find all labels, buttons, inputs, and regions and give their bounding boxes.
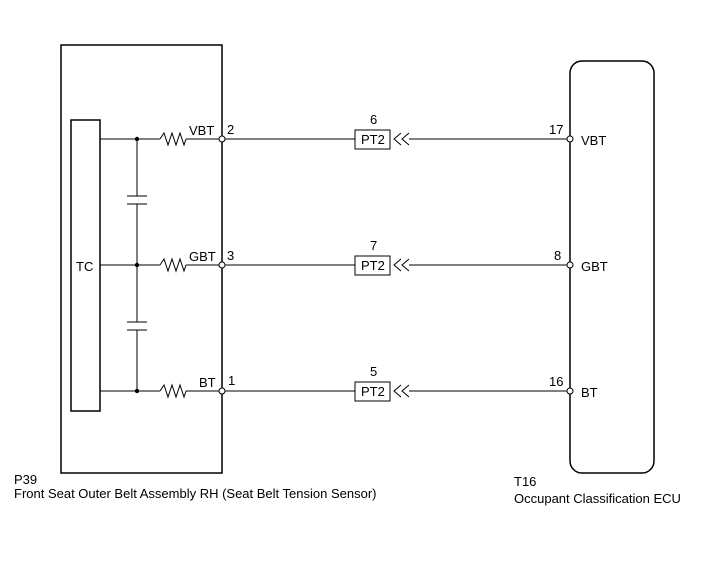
sensor-code: P39 [14, 472, 37, 487]
pin-label: 1 [228, 373, 235, 388]
connector-chevron [393, 258, 402, 272]
terminal [566, 261, 574, 269]
signal-label: GBT [189, 249, 216, 264]
terminal [218, 261, 226, 269]
pin-label: 3 [227, 248, 234, 263]
circuit-gbt: GBT 3 7 PT2 8 GBT [100, 238, 608, 276]
sensor-housing [60, 44, 223, 474]
terminal [566, 135, 574, 143]
pin-label: 16 [549, 374, 563, 389]
connector-pin-label: 7 [370, 238, 377, 253]
resistor [159, 257, 187, 273]
signal-label: BT [199, 375, 216, 390]
connector-box [354, 255, 391, 276]
connector-pin-label: 5 [370, 364, 377, 379]
terminal [566, 387, 574, 395]
terminal [218, 387, 226, 395]
connector-label: PT2 [361, 258, 385, 273]
junction-dot [134, 262, 140, 268]
sensor-name: Front Seat Outer Belt Assembly RH (Seat … [14, 486, 376, 501]
connector-chevron [401, 384, 410, 398]
ecu-code: T16 [514, 474, 536, 489]
connector-pin-label: 6 [370, 112, 377, 127]
tension-cell-label: TC [76, 259, 93, 274]
circuit-bt: BT 1 5 PT2 16 BT [100, 364, 598, 402]
ecu-name: Occupant Classification ECU [514, 491, 681, 506]
connector-label: PT2 [361, 132, 385, 147]
connector-box [354, 129, 391, 150]
signal-label: GBT [581, 259, 608, 274]
pin-label: 17 [549, 122, 563, 137]
resistor [159, 131, 187, 147]
signal-label: VBT [581, 133, 606, 148]
connector-chevron [401, 258, 410, 272]
junction-dot [134, 136, 140, 142]
signal-label: VBT [189, 123, 214, 138]
pin-label: 8 [554, 248, 561, 263]
junction-dot [134, 388, 140, 394]
pin-label: 2 [227, 122, 234, 137]
connector-label: PT2 [361, 384, 385, 399]
connector-chevron [401, 132, 410, 146]
terminal [218, 135, 226, 143]
connector-chevron [393, 132, 402, 146]
signal-label: BT [581, 385, 598, 400]
connector-chevron [393, 384, 402, 398]
connector-box [354, 381, 391, 402]
circuit-vbt: VBT 2 6 PT2 17 VBT [100, 112, 606, 150]
resistor [159, 383, 187, 399]
